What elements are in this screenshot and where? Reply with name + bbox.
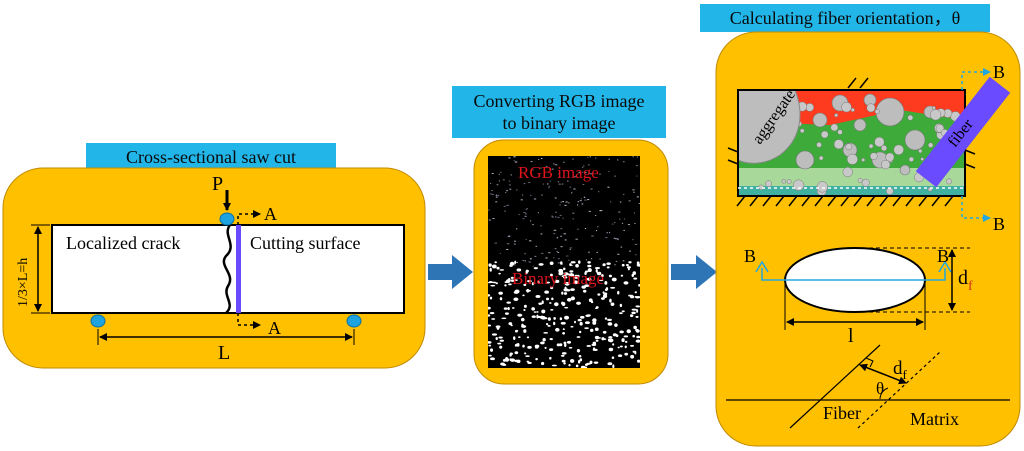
hatching (727, 77, 976, 207)
section-b-bottom (961, 196, 991, 222)
section-b-bottom-label: B (993, 214, 1005, 234)
section-label-top: A (264, 204, 277, 224)
section-line-top (237, 210, 261, 225)
section-b-top (961, 68, 991, 90)
saw-cut-title: Cross-sectional saw cut (86, 143, 336, 171)
localized-crack-label: Localized crack (66, 233, 180, 253)
section-label-bottom: A (268, 318, 281, 338)
fiber-edge-2 (857, 351, 941, 429)
span-label: L (218, 342, 230, 364)
rgb-image-label: RGB image (518, 163, 599, 182)
df-label: df (958, 267, 973, 294)
flow-arrow-2 (671, 255, 717, 289)
binary-image-label: Binary image (512, 269, 604, 288)
fiber-edge-1 (789, 344, 881, 429)
conversion-title-line1: Converting RGB image (473, 91, 645, 111)
fiber-text: Fiber (823, 403, 861, 423)
ellipse-label-right: B (937, 246, 949, 266)
cutting-surface-label: Cutting surface (250, 233, 360, 253)
orientation-title: Calculating fiber orientation，θ (700, 4, 990, 32)
cutting-line (236, 225, 241, 313)
ellipse-line-right (855, 268, 946, 281)
ellipse-arrow-left-icon (755, 260, 769, 273)
large-aggregate (738, 90, 801, 164)
load-label: P (212, 173, 223, 195)
matrix-text: Matrix (910, 409, 959, 429)
support-left (90, 314, 106, 328)
height-label: 1/3×L=h (16, 258, 31, 307)
localized-crack (222, 224, 232, 314)
conversion-title: Converting RGB image to binary image (452, 86, 666, 138)
ellipse-label-left: B (744, 246, 756, 266)
rgb-image-speckle (488, 156, 640, 267)
fiber-rod (915, 76, 1011, 188)
flow-arrow-1 (428, 255, 473, 289)
binary-image-dots (488, 260, 640, 368)
conversion-title-line2: to binary image (502, 113, 616, 133)
l-label: l (848, 325, 854, 347)
support-right (346, 314, 362, 328)
load-roller (219, 212, 235, 226)
section-b-top-label: B (993, 62, 1005, 82)
section-line-bottom (237, 313, 261, 329)
angle-label: θ (876, 379, 884, 398)
right-angle-mark (865, 357, 874, 368)
df-label-2: df (893, 358, 908, 382)
df-perpendicular (859, 363, 907, 385)
ellipse-line-left (761, 268, 855, 281)
angle-arc (879, 387, 889, 400)
matrix-section (738, 90, 965, 196)
